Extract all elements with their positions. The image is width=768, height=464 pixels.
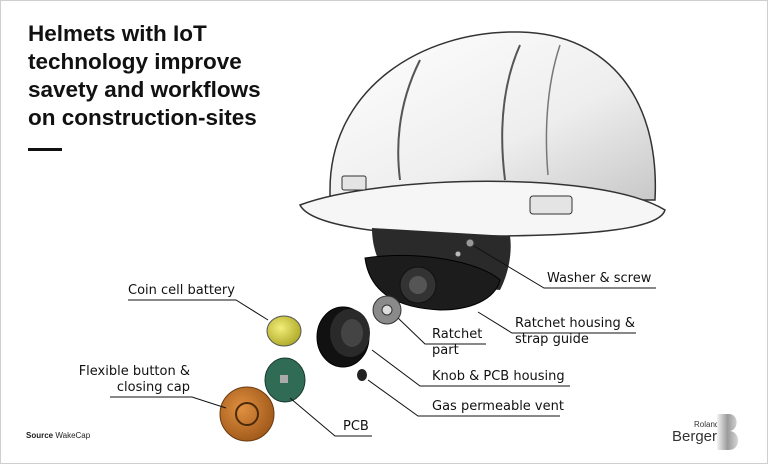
title-line: Helmets with IoT (28, 21, 207, 46)
logo-b-mark-icon (717, 414, 739, 450)
label-line: part (432, 343, 459, 358)
label-line: Flexible button & (78, 364, 190, 379)
coin-cell-battery (266, 315, 302, 347)
roland-berger-logo: Roland Berger (672, 414, 744, 452)
logo-roland: Roland (694, 420, 720, 429)
label-coin-cell-battery: Coin cell battery (128, 283, 235, 298)
title-underline (28, 148, 62, 151)
source-note: Source WakeCap (26, 431, 90, 440)
label-washer-screw: Washer & screw (547, 271, 652, 286)
source-value: WakeCap (55, 431, 91, 440)
label-ratchet-housing: Ratchet housing & strap guide (515, 316, 635, 348)
flexible-button-cap (219, 386, 275, 442)
title-line: savety and workflows (28, 77, 261, 102)
helmet (298, 31, 666, 311)
knob-pcb-housing (316, 306, 370, 368)
label-flexible-button: Flexible button & closing cap (60, 364, 190, 396)
label-line: strap guide (515, 332, 589, 347)
leader-lines (110, 245, 656, 437)
label-ratchet-part: Ratchet part (432, 327, 482, 359)
pcb-board (264, 357, 306, 403)
title-line: on construction-sites (28, 105, 257, 130)
label-pcb: PCB (343, 419, 369, 434)
label-gas-vent: Gas permeable vent (432, 399, 564, 414)
page-title: Helmets with IoT technology improve save… (28, 20, 328, 132)
gas-permeable-vent (357, 369, 367, 381)
logo-berger: Berger (672, 428, 718, 445)
label-line: Ratchet housing & (515, 316, 636, 331)
label-line: Ratchet (432, 327, 483, 342)
label-line: closing cap (116, 380, 190, 395)
ratchet-part (372, 295, 402, 325)
title-line: technology improve (28, 49, 242, 74)
label-knob-housing: Knob & PCB housing (432, 369, 565, 384)
source-label: Source (26, 431, 54, 440)
